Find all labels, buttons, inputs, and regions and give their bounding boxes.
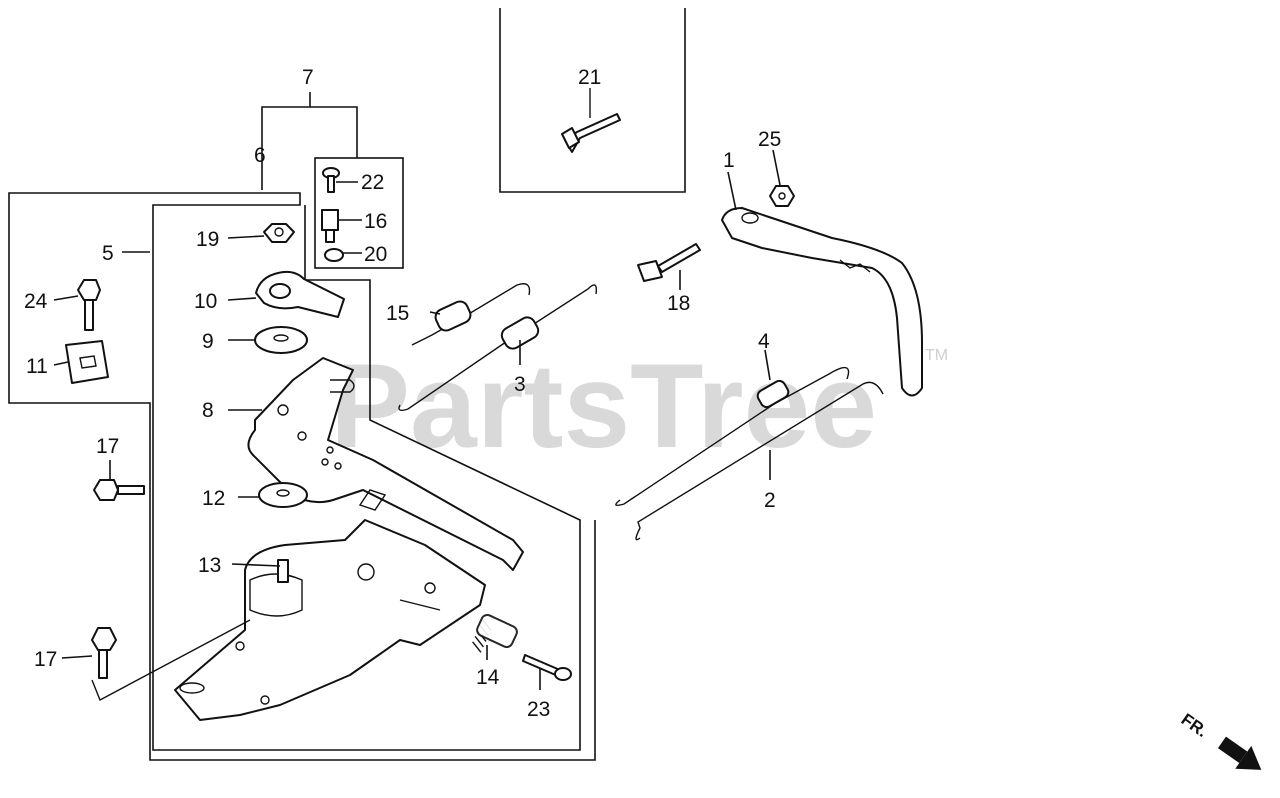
callout-11: 11 — [26, 355, 48, 378]
callout-7: 7 — [302, 66, 314, 89]
callout-8: 8 — [202, 399, 214, 422]
bolt-21 — [561, 88, 621, 153]
screw-22 — [322, 167, 340, 193]
front-direction-label: FR. — [1178, 710, 1211, 741]
callout-16: 16 — [364, 210, 387, 233]
lever-1 — [721, 207, 923, 397]
rod-2 — [635, 381, 884, 541]
spring-15 — [411, 283, 531, 346]
callout-9: 9 — [202, 330, 214, 353]
watermark-text: PartsTree — [330, 339, 877, 473]
callout-6: 6 — [254, 144, 266, 167]
assembly-6-outline — [152, 192, 581, 751]
callout-20: 20 — [364, 243, 387, 266]
washer-9 — [254, 326, 308, 354]
base-bracket-13 — [174, 489, 486, 721]
collar-16 — [321, 209, 339, 243]
callout-24: 24 — [24, 290, 48, 313]
callout-18: 18 — [667, 292, 690, 315]
front-arrow-icon — [1217, 736, 1262, 770]
group-boxes — [8, 8, 686, 761]
spring-14 — [472, 613, 518, 653]
clip-nut-11 — [65, 340, 109, 384]
bolt-24 — [77, 279, 101, 331]
callout-12: 12 — [202, 487, 225, 510]
clip-20 — [324, 248, 344, 262]
callout-3: 3 — [514, 373, 526, 396]
callout-15: 15 — [386, 302, 409, 325]
hardware-7-box — [314, 157, 404, 269]
nut-19 — [263, 223, 295, 243]
spring-rod-3 — [398, 284, 598, 412]
callout-14: 14 — [476, 666, 500, 689]
callout-17-upper: 17 — [96, 435, 119, 458]
callout-1: 1 — [723, 149, 735, 172]
leader-lines — [53, 149, 781, 690]
front-direction-indicator: FR. — [1178, 710, 1262, 770]
callout-23: 23 — [527, 698, 550, 721]
assembly-5-outline — [8, 192, 596, 761]
spring-rod-4 — [615, 366, 850, 507]
nut-25 — [769, 185, 795, 207]
bolt-21-box — [499, 8, 686, 193]
callout-25: 25 — [758, 128, 781, 151]
watermark-trademark: TM — [925, 347, 948, 364]
callout-numbers: 1 2 3 4 5 6 7 8 9 10 11 12 13 14 15 16 1… — [24, 66, 781, 721]
callout-2: 2 — [764, 489, 776, 512]
callout-21: 21 — [578, 66, 601, 89]
callout-5: 5 — [102, 242, 114, 265]
callout-22: 22 — [361, 171, 384, 194]
callout-17-lower: 17 — [34, 648, 57, 671]
callout-13: 13 — [198, 554, 221, 577]
bolt-17-lower — [91, 619, 251, 701]
callout-4: 4 — [758, 330, 770, 353]
bracket-7 — [261, 106, 358, 190]
plate-10 — [255, 270, 345, 318]
control-plate-8 — [247, 357, 524, 571]
washer-12 — [258, 482, 308, 508]
bolt-18 — [637, 243, 701, 282]
callout-19: 19 — [196, 228, 219, 251]
screw-23 — [522, 654, 572, 681]
bolt-17-upper — [93, 479, 145, 501]
callout-10: 10 — [194, 290, 217, 313]
